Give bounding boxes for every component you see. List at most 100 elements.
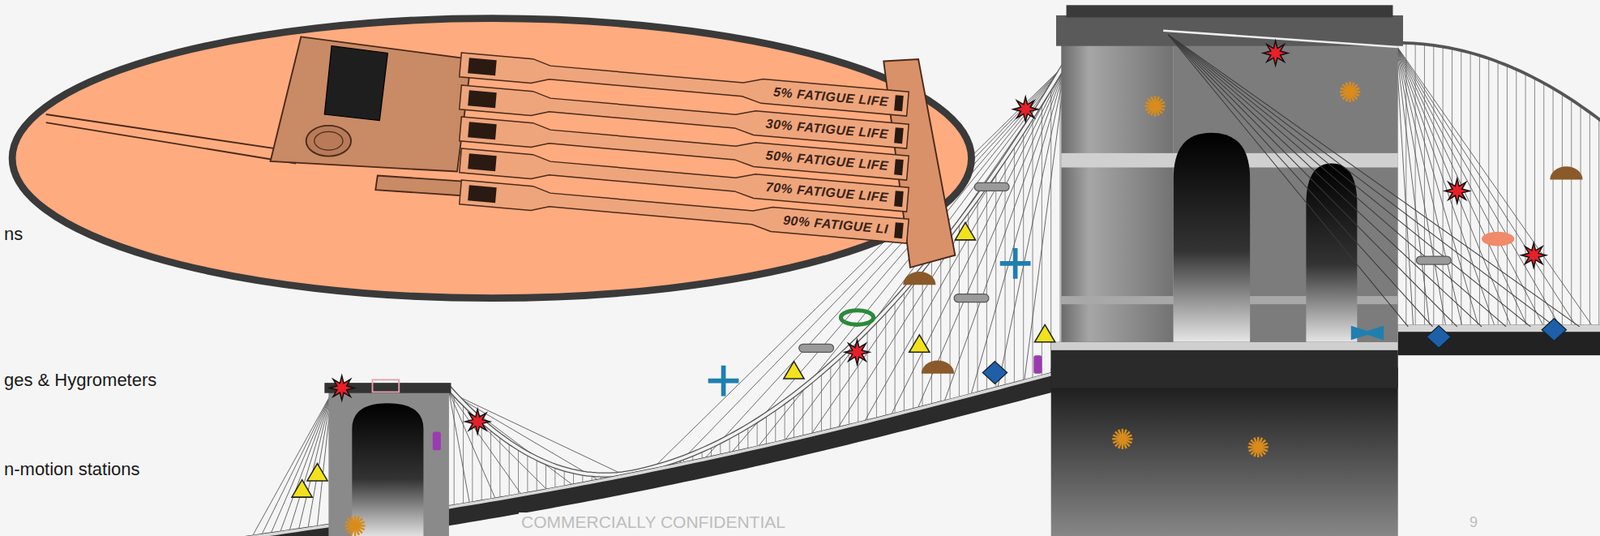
tower-arch (351, 402, 424, 536)
cable-line (262, 393, 333, 534)
cable-line (876, 320, 878, 418)
bridge-deck (204, 369, 1062, 536)
cable-line (481, 420, 483, 501)
sensor-mark (329, 375, 355, 400)
sensor-mark (1263, 40, 1288, 65)
strip-tab (894, 127, 904, 144)
cable-line (1060, 71, 1061, 370)
cable-line (1167, 34, 1408, 327)
sensor-mark (291, 479, 313, 497)
sensor-symbol (1033, 355, 1042, 374)
sensor-symbol (708, 365, 740, 397)
sensor-mark (1013, 97, 1038, 122)
deck-rail (204, 371, 1062, 536)
sensor-mark (1426, 325, 1451, 349)
sensor-mark (954, 222, 976, 240)
cable-line (453, 393, 455, 505)
cable-line (1395, 44, 1430, 326)
sensor-symbol (1521, 243, 1546, 268)
cable-line (757, 419, 758, 445)
cable-line (949, 234, 951, 399)
sensor-symbol (307, 463, 328, 481)
cable-line (1589, 112, 1591, 327)
cable-line (1395, 44, 1545, 326)
sensor-symbol (465, 409, 490, 434)
cable-line (1561, 94, 1563, 327)
sensor-symbol (372, 379, 400, 392)
sensor-mark (708, 365, 740, 397)
cable-line (499, 435, 501, 497)
cable-line (1506, 65, 1508, 327)
sensor-symbol (1426, 325, 1451, 349)
cable-line (1570, 99, 1572, 327)
cable-line (1580, 106, 1582, 327)
wire (46, 122, 296, 163)
sensor-symbol (840, 310, 873, 326)
cable-line (1433, 45, 1434, 327)
tower-pier (1051, 367, 1399, 536)
cable-line (1543, 82, 1545, 326)
cable-line (308, 393, 332, 527)
cable-line (1395, 44, 1511, 326)
sensor-symbol (954, 222, 976, 240)
sensor-symbol (1248, 436, 1269, 458)
sensor-symbol (329, 375, 355, 400)
main-cable (1398, 42, 1600, 122)
cable-line (545, 462, 547, 488)
sensor-mark (921, 359, 955, 373)
sensor-symbol (1549, 166, 1583, 180)
sensor-mark (307, 463, 328, 481)
cable-line (793, 394, 795, 437)
cable-line (1534, 77, 1536, 326)
tower-cap (1056, 15, 1404, 47)
cable-line (1167, 34, 1433, 327)
cable-line (802, 387, 804, 435)
cable-line (1167, 34, 1506, 327)
page-number: 9 (1467, 513, 1481, 531)
sensor-mark (372, 379, 400, 392)
sensor-mark (982, 361, 1007, 385)
tower-pillar (1060, 40, 1173, 377)
cable-line (1598, 119, 1600, 327)
sensor-symbol (844, 339, 869, 364)
sensor-mark (1340, 88, 1360, 97)
cable-line (765, 414, 767, 444)
sensor-symbol (909, 334, 930, 352)
cable-line (449, 391, 496, 497)
sensor-mark (1445, 178, 1470, 203)
sensor-mark (432, 432, 441, 451)
sensor-mark (465, 409, 490, 434)
sensor-mark (1000, 248, 1032, 279)
strip-tab (894, 222, 904, 239)
cable-line (1442, 47, 1444, 327)
cable-line (867, 329, 869, 420)
cable-line (449, 391, 623, 474)
cable-line (280, 393, 332, 531)
cable-line (554, 466, 556, 488)
cable-line (271, 393, 332, 533)
cable-line (1167, 34, 1457, 327)
cable-line (290, 393, 333, 530)
cable-line (1395, 44, 1479, 326)
strip-tab (894, 190, 904, 207)
sensor-mark (799, 343, 835, 352)
sensor-symbol (1145, 95, 1166, 116)
sensor-symbol (291, 479, 313, 497)
cable-line (784, 401, 786, 440)
sensor-symbol (1541, 318, 1566, 342)
cable-line (252, 393, 332, 535)
cable-line (747, 425, 749, 448)
cable-line (1515, 69, 1517, 327)
tower-body (328, 387, 450, 536)
sensor-mark (902, 271, 936, 285)
sensor-mark (974, 182, 1010, 191)
deck-rail (1398, 324, 1600, 332)
sensor-symbol (1263, 40, 1288, 65)
cable-line (299, 393, 332, 529)
bridge-deck (1398, 324, 1600, 356)
sensor-mark (1112, 435, 1132, 444)
cable-line (1395, 44, 1593, 326)
cable-line (986, 183, 988, 389)
sensor-mark (345, 521, 364, 531)
